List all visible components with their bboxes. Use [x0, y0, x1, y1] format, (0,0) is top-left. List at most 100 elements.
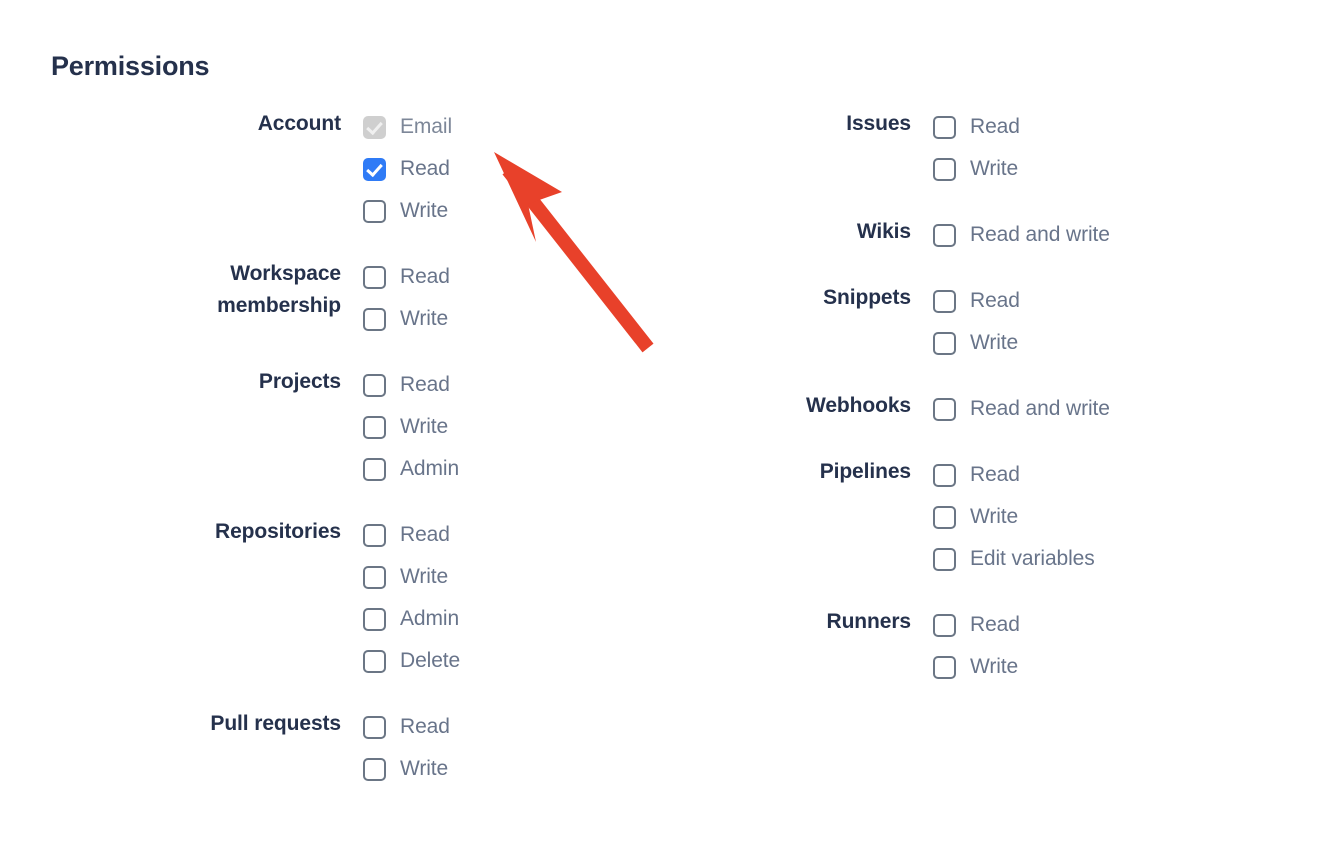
permission-option-label: Delete — [400, 649, 461, 672]
permission-option-label: Read — [970, 289, 1020, 312]
permission-option-row[interactable]: Read — [363, 364, 660, 406]
checkbox-unchecked-icon[interactable] — [363, 565, 386, 589]
checkbox-unchecked-icon[interactable] — [363, 265, 386, 289]
checkbox-unchecked-icon[interactable] — [363, 649, 386, 673]
permission-option-label: Read — [970, 115, 1020, 138]
checkbox-unchecked-icon[interactable] — [363, 199, 386, 223]
permission-option-label: Write — [400, 565, 449, 588]
checkbox-unchecked-icon[interactable] — [933, 223, 956, 247]
permission-option-row[interactable]: Read — [363, 514, 660, 556]
checkbox-unchecked-icon[interactable] — [363, 607, 386, 631]
checkbox-unchecked-icon[interactable] — [363, 307, 386, 331]
checkbox-unchecked-icon[interactable] — [933, 397, 956, 421]
checkbox-checked-icon[interactable] — [363, 157, 386, 181]
permission-option-label: Read — [400, 523, 450, 546]
permission-option-list: Read and write — [933, 212, 1320, 256]
checkbox-unchecked-icon[interactable] — [933, 115, 956, 139]
permission-option-label: Write — [970, 331, 1019, 354]
permission-option-row[interactable]: Read and write — [933, 388, 1320, 430]
checkbox-unchecked-icon[interactable] — [933, 463, 956, 487]
permission-option-label: Read — [400, 715, 450, 738]
checkbox-unchecked-icon[interactable] — [933, 331, 956, 355]
permission-option-label: Email — [400, 115, 453, 138]
checkbox-unchecked-icon[interactable] — [933, 655, 956, 679]
checkbox-unchecked-icon[interactable] — [363, 715, 386, 739]
permission-option-row[interactable]: Read — [363, 706, 660, 748]
permission-option-label: Edit variables — [970, 547, 1095, 570]
permission-group-label: Issues — [846, 112, 911, 135]
permission-option-label: Write — [970, 655, 1019, 678]
permission-group-label: Account — [257, 112, 341, 135]
permission-group-label: Pipelines — [819, 460, 911, 483]
permission-option-label: Write — [400, 307, 449, 330]
permission-option-row[interactable]: Write — [363, 748, 660, 790]
checkbox-unchecked-icon[interactable] — [363, 457, 386, 481]
checkbox-unchecked-icon[interactable] — [933, 547, 956, 571]
permission-option-label: Write — [970, 505, 1019, 528]
checkbox-unchecked-icon[interactable] — [933, 505, 956, 529]
permission-option-row[interactable]: Read — [933, 280, 1320, 322]
permission-option-label: Write — [400, 757, 449, 780]
permission-option-row[interactable]: Read — [933, 604, 1320, 646]
page-title: Permissions — [51, 51, 210, 81]
permission-group-label: Wikis — [856, 220, 911, 243]
permission-option-row[interactable]: Read — [363, 256, 660, 298]
checkbox-disabled-checked-icon — [363, 115, 386, 139]
permission-option-label: Write — [970, 157, 1019, 180]
permission-group-label: Pull requests — [210, 712, 341, 735]
permission-option-row[interactable]: Admin — [363, 448, 660, 490]
permission-option-label: Read — [400, 373, 450, 396]
permission-option-row[interactable]: Write — [933, 148, 1320, 190]
permission-option-row[interactable]: Write — [363, 190, 660, 232]
permission-option-label: Read — [400, 265, 450, 288]
checkbox-unchecked-icon[interactable] — [363, 373, 386, 397]
permission-option-row[interactable]: Read and write — [933, 214, 1320, 256]
permission-option-label: Read — [970, 463, 1020, 486]
permission-option-row[interactable]: Edit variables — [933, 538, 1320, 580]
permission-option-row[interactable]: Email — [363, 106, 660, 148]
permission-option-row[interactable]: Write — [933, 646, 1320, 688]
checkbox-unchecked-icon[interactable] — [363, 523, 386, 547]
checkbox-unchecked-icon[interactable] — [933, 157, 956, 181]
permission-option-label: Admin — [400, 457, 460, 480]
permission-option-row[interactable]: Delete — [363, 640, 660, 682]
permission-option-row[interactable]: Write — [363, 556, 660, 598]
permission-option-label: Write — [400, 415, 449, 438]
permission-option-row[interactable]: Read — [363, 148, 660, 190]
permission-option-row[interactable]: Write — [933, 322, 1320, 364]
permission-option-row[interactable]: Admin — [363, 598, 660, 640]
checkbox-unchecked-icon[interactable] — [933, 613, 956, 637]
permission-option-row[interactable]: Read — [933, 454, 1320, 496]
permission-option-label: Admin — [400, 607, 460, 630]
checkbox-unchecked-icon[interactable] — [363, 757, 386, 781]
checkbox-unchecked-icon[interactable] — [363, 415, 386, 439]
permission-option-row[interactable]: Read — [933, 106, 1320, 148]
permission-group-label: Runners — [826, 610, 912, 633]
permission-option-row[interactable]: Write — [363, 298, 660, 340]
checkbox-unchecked-icon[interactable] — [933, 289, 956, 313]
permission-option-row[interactable]: Write — [363, 406, 660, 448]
permission-option-label: Read — [970, 613, 1020, 636]
permission-option-row[interactable]: Write — [933, 496, 1320, 538]
